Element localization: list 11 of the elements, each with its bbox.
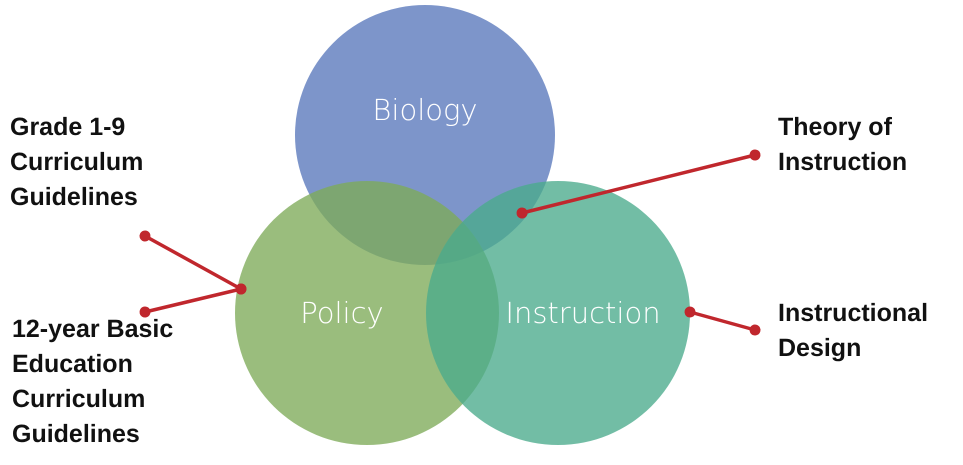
callout-text: Theory of Instruction bbox=[778, 110, 953, 180]
circle-label: Biology bbox=[372, 93, 478, 127]
circle-label: Instruction bbox=[505, 296, 661, 330]
callout-text: 12-year Basic Education Curriculum Guidelines bbox=[12, 312, 252, 452]
leader-line bbox=[140, 230, 246, 294]
leader-line bbox=[516, 150, 760, 218]
callout-text: Instructional Design bbox=[778, 296, 963, 366]
circle-label: Policy bbox=[300, 296, 384, 330]
callout-text: Grade 1-9 Curriculum Guidelines bbox=[10, 110, 195, 215]
leader-line bbox=[140, 284, 246, 318]
leader-line bbox=[684, 306, 760, 336]
